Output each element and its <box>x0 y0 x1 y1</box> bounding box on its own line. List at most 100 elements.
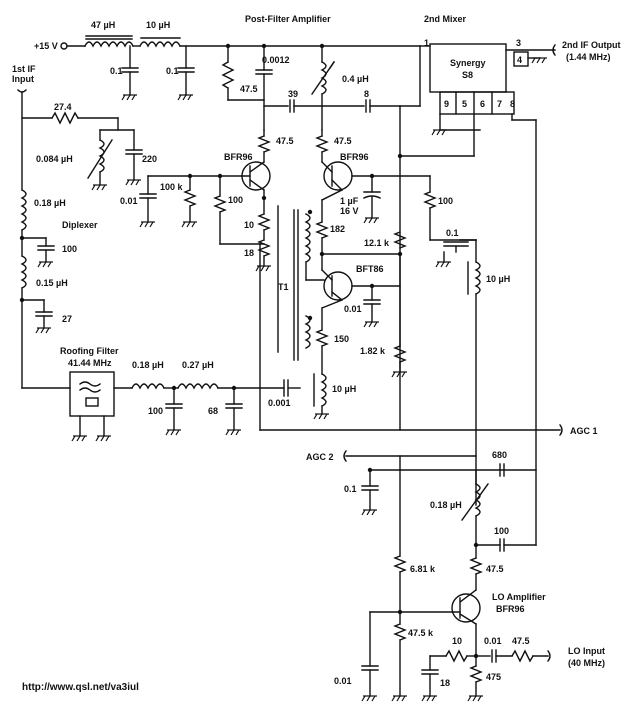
c-680-label: 680 <box>492 450 507 460</box>
mixer-pin-7: 7 <box>497 99 502 109</box>
r-475-q1-label: 47.5 <box>276 136 294 146</box>
resistor-10-lo <box>445 649 468 663</box>
r-121k-label: 12.1 k <box>364 238 390 248</box>
l-47uh-label: 47 µH <box>91 20 115 30</box>
mixer-pin-9: 9 <box>444 99 449 109</box>
mixer-pin-3: 3 <box>516 38 521 48</box>
lo-amplifier-heading: LO Amplifier <box>492 592 546 602</box>
r-475-in-label: 47.5 <box>512 636 530 646</box>
l-04uh-label: 0.4 µH <box>342 74 369 84</box>
second-mixer-heading: 2nd Mixer <box>424 14 467 24</box>
r-100-q1-label: 100 <box>228 195 243 205</box>
inductor-018uh-rf <box>131 383 165 390</box>
l-027uh-label: 0.27 µH <box>182 360 214 370</box>
resistor-274 <box>51 111 79 125</box>
resistor-121k <box>393 231 407 249</box>
r-475k-label: 47.5 k <box>408 628 434 638</box>
roofing-freq-label: 41.44 MHz <box>68 358 112 368</box>
r-475-em-label: 475 <box>486 672 501 682</box>
l-015uh-label: 0.15 µH <box>36 278 68 288</box>
r-10-label: 10 <box>244 220 254 230</box>
agc2-label: AGC 2 <box>306 452 334 462</box>
second-if-output-label: 2nd IF Output <box>562 40 621 50</box>
first-if-input-line1: 1st IF <box>12 64 36 74</box>
inductor-47uh <box>84 41 134 48</box>
mixer-pin-5: 5 <box>462 99 467 109</box>
r-681k-label: 6.81 k <box>410 564 436 574</box>
c-39-label: 39 <box>288 89 298 99</box>
source-url: http://www.qsl.net/va3iul <box>22 682 139 693</box>
c-001-bias-label: 0.01 <box>120 196 138 206</box>
inductor-015uh <box>20 255 27 289</box>
r-475-top-label: 47.5 <box>240 84 258 94</box>
inductor-04uh <box>320 61 327 95</box>
transformer-t1-primary <box>304 213 311 263</box>
r-10-lo-label: 10 <box>452 636 462 646</box>
q2-label: BFR96 <box>340 152 369 162</box>
l-018uh-lo-label: 0.18 µH <box>430 500 462 510</box>
r-18-lo-label: 18 <box>440 678 450 688</box>
first-if-input-line2: Input <box>12 74 34 84</box>
l-018uh-dip-label: 0.18 µH <box>34 198 66 208</box>
r-475-lo-label: 47.5 <box>486 564 504 574</box>
r-18-label: 18 <box>244 248 254 258</box>
resistor-475-q2 <box>315 135 329 153</box>
r-150-label: 150 <box>334 334 349 344</box>
lo-input-label: LO Input <box>568 646 605 656</box>
c-100-lo-label: 100 <box>494 526 509 536</box>
r-182-label: 182 <box>330 224 345 234</box>
cap-01-b-label: 0.1 <box>166 66 179 76</box>
resistor-100k <box>183 189 197 207</box>
cap-01-a-label: 0.1 <box>110 66 123 76</box>
c-0001-label: 0.001 <box>268 398 291 408</box>
c-00012-label: 0.0012 <box>262 55 290 65</box>
post-filter-amplifier-heading: Post-Filter Amplifier <box>245 14 331 24</box>
roofing-filter-heading: Roofing Filter <box>60 346 119 356</box>
l-018uh-rf-label: 0.18 µH <box>132 360 164 370</box>
r-100k-label: 100 k <box>160 182 184 192</box>
resistor-100-right <box>423 191 437 209</box>
second-if-output-freq: (1.44 MHz) <box>566 52 611 62</box>
c-100-dip-label: 100 <box>62 244 77 254</box>
c-001-lo-label: 0.01 <box>334 676 352 686</box>
mixer-pin-6: 6 <box>480 99 485 109</box>
inductor-10uh-right <box>474 261 481 295</box>
mixer-name-line1: Synergy <box>450 58 486 68</box>
resistor-100-q1 <box>213 195 227 213</box>
q1-label: BFR96 <box>224 152 253 162</box>
c-8-label: 8 <box>364 89 369 99</box>
transistor-lo <box>451 593 481 623</box>
r-475-q2-label: 47.5 <box>334 136 352 146</box>
mixer-pin-1: 1 <box>424 38 429 48</box>
resistor-475-in <box>511 649 534 663</box>
inductor-10uh-low <box>320 373 327 407</box>
c-001-q3-label: 0.01 <box>344 304 362 314</box>
resistor-150 <box>315 329 329 347</box>
supply-terminal <box>60 42 68 50</box>
l-10uh-low-label: 10 µH <box>332 384 356 394</box>
agc1-label: AGC 1 <box>570 426 598 436</box>
resistor-18 <box>257 239 271 257</box>
l-10uh-right-label: 10 µH <box>486 274 510 284</box>
resistor-475-lo <box>469 557 483 575</box>
supply-label: +15 V <box>34 41 58 51</box>
c-68-label: 68 <box>208 406 218 416</box>
q3-label: BFT86 <box>356 264 384 274</box>
c-1uf-voltage: 16 V <box>340 206 359 216</box>
l-0084uh-label: 0.084 µH <box>36 154 73 164</box>
mixer-pin-4: 4 <box>517 55 522 65</box>
resistor-475-top <box>221 61 235 89</box>
resistor-475-em <box>469 665 483 683</box>
c-1uf-label: 1 µF <box>340 196 359 206</box>
lo-input-freq: (40 MHz) <box>568 658 605 668</box>
r-100-right-label: 100 <box>438 196 453 206</box>
resistor-681k <box>393 555 407 573</box>
roofing-filter-block <box>69 371 115 417</box>
mixer-pin-box <box>439 91 515 115</box>
mixer-name-line2: S8 <box>462 70 473 80</box>
c-27-label: 27 <box>62 314 72 324</box>
c-001-base-label: 0.01 <box>484 636 502 646</box>
transformer-label: T1 <box>278 282 289 292</box>
